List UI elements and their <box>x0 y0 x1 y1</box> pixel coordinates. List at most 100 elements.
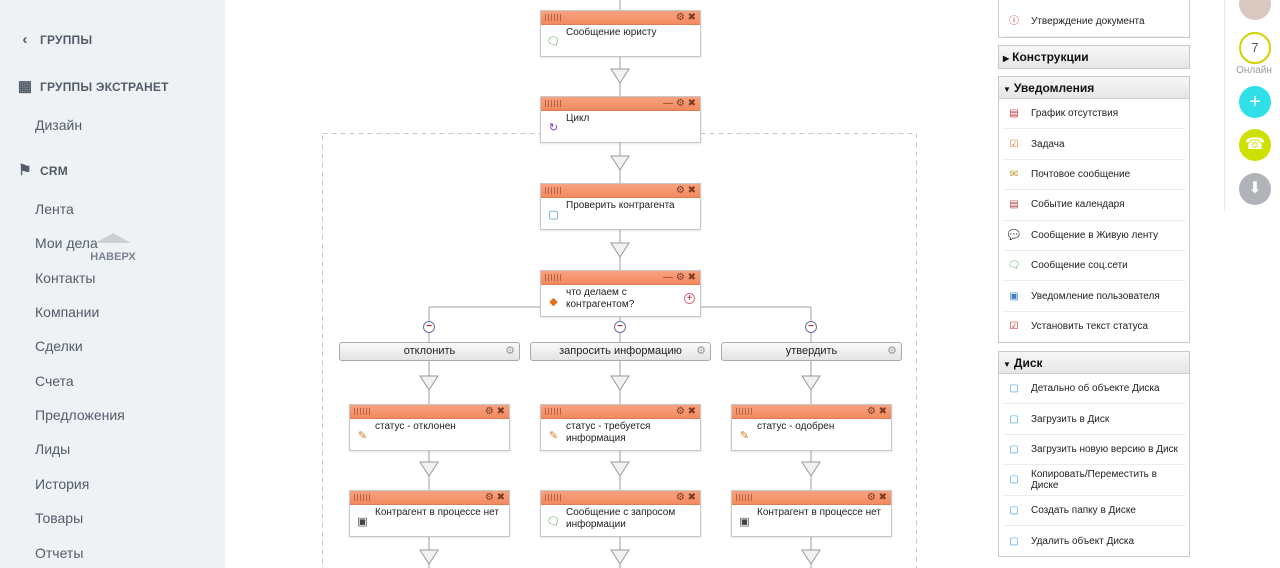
branch-label: утвердить <box>785 345 838 357</box>
group-header-notifications[interactable]: ▼Уведомления <box>999 77 1189 99</box>
block-controls[interactable]: — ⚙ ✖ <box>663 98 696 109</box>
sidebar-item-reports[interactable]: Отчеты <box>35 545 84 561</box>
group-constructions: ▶Конструкции <box>998 45 1190 69</box>
workflow-block-status-info-required[interactable]: ⚙ ✖ ✎статус - требуется информация <box>540 404 701 451</box>
workflow-block-condition[interactable]: — ⚙ ✖ ◆что делаем с контрагентом?+ <box>540 270 701 317</box>
variable-icon: ▣ <box>739 516 750 528</box>
drag-handle[interactable] <box>545 408 561 415</box>
workflow-block-status-rejected[interactable]: ⚙ ✖ ✎статус - отклонен <box>349 404 510 451</box>
add-button[interactable]: + <box>1239 86 1271 118</box>
speech-bubble-icon: 💬 <box>1007 229 1021 241</box>
block-controls[interactable]: ⚙ ✖ <box>675 406 696 417</box>
workflow-block-set-variable[interactable]: ⚙ ✖ ▣Контрагент в процессе нет <box>731 490 892 537</box>
sidebar-item-leads[interactable]: Лиды <box>35 441 71 457</box>
block-controls[interactable]: ⚙ ✖ <box>484 406 505 417</box>
phone-button[interactable]: ☎ <box>1239 129 1271 161</box>
drag-handle[interactable] <box>545 100 561 107</box>
drag-handle[interactable] <box>736 494 752 501</box>
block-controls[interactable]: ⚙ ✖ <box>866 492 887 503</box>
edit-icon: ✎ <box>548 430 559 442</box>
user-notify-icon: ▣ <box>1009 290 1019 302</box>
block-label: Сообщение юристу <box>566 27 657 38</box>
drag-handle[interactable] <box>545 274 561 281</box>
chat-icon: 🗨 <box>1007 260 1021 272</box>
activity-set-status-text[interactable]: ☑Установить текст статуса <box>1003 312 1185 342</box>
block-controls[interactable]: ⚙ ✖ <box>675 12 696 23</box>
activity-live-feed-message[interactable]: 💬Сообщение в Живую ленту <box>1003 221 1185 251</box>
workflow-block-status-approved[interactable]: ⚙ ✖ ✎статус - одобрен <box>731 404 892 451</box>
drag-handle[interactable] <box>545 494 561 501</box>
left-sidebar: ‹ ГРУППЫ ▦ ГРУППЫ ЭКСТРАНЕТ Дизайн ⚑ CRM… <box>0 0 225 568</box>
download-button[interactable]: ⬇ <box>1239 173 1271 205</box>
sidebar-item-design[interactable]: Дизайн <box>35 117 83 133</box>
block-label: что делаем с контрагентом? <box>566 287 635 310</box>
gear-icon[interactable]: ⚙ <box>505 345 515 357</box>
disk-icon: ▢ <box>1009 383 1019 395</box>
gear-icon[interactable]: ⚙ <box>887 345 897 357</box>
drag-handle[interactable] <box>545 14 561 21</box>
sidebar-item-invoices[interactable]: Счета <box>35 373 74 389</box>
activity-calendar-event[interactable]: ▤Событие календаря <box>1003 190 1185 221</box>
workflow-block-loop[interactable]: — ⚙ ✖ ↻Цикл <box>540 96 701 143</box>
group-header-constructions[interactable]: ▶Конструкции <box>999 46 1189 68</box>
workflow-block-check-counterparty[interactable]: ⚙ ✖ ▢Проверить контрагента <box>540 183 701 230</box>
sidebar-item-contacts[interactable]: Контакты <box>35 270 96 286</box>
check-icon: ▢ <box>548 209 559 221</box>
branch-label: отклонить <box>403 345 456 357</box>
remove-branch-icon[interactable]: − <box>423 321 435 333</box>
activity-social-message[interactable]: 🗨Сообщение соц.сети <box>1003 251 1185 282</box>
remove-branch-icon[interactable]: − <box>805 321 817 333</box>
group-header-disk[interactable]: ▼Диск <box>999 352 1189 374</box>
sidebar-item-products[interactable]: Товары <box>35 510 84 526</box>
activity-absence-schedule[interactable]: ▤График отсутствия <box>1003 99 1185 130</box>
block-controls[interactable]: ⚙ ✖ <box>675 185 696 196</box>
workflow-block-notify-lawyer[interactable]: ⚙ ✖ 🗨Сообщение юристу <box>540 10 701 57</box>
activity-disk-create-folder[interactable]: ▢Создать папку в Диске <box>1003 496 1185 526</box>
sidebar-item-quotes[interactable]: Предложения <box>35 407 125 423</box>
sidebar-section-label: ГРУППЫ ЭКСТРАНЕТ <box>40 80 169 94</box>
block-controls[interactable]: — ⚙ ✖ <box>663 272 696 283</box>
group-disk: ▼Диск ▢Детально об объекте Диска ▢Загруз… <box>998 351 1190 557</box>
sidebar-item-deals[interactable]: Сделки <box>35 338 83 354</box>
drag-handle[interactable] <box>354 494 370 501</box>
workflow-canvas[interactable]: ⚙ ✖ 🗨Сообщение юристу — ⚙ ✖ ↻Цикл ⚙ ✖ ▢П… <box>225 0 980 568</box>
drag-handle[interactable] <box>545 187 561 194</box>
calendar-icon: ▤ <box>1009 199 1019 211</box>
sidebar-item-history[interactable]: История <box>35 476 90 492</box>
scroll-top-button[interactable]: НАВЕРХ <box>88 233 138 263</box>
workflow-block-set-variable[interactable]: ⚙ ✖ ▣Контрагент в процессе нет <box>349 490 510 537</box>
activity-disk-copy-move[interactable]: ▢Копировать/Переместить в Диске <box>1003 465 1185 496</box>
sidebar-section-groups[interactable]: ‹ ГРУППЫ <box>16 32 92 48</box>
sidebar-section-extranet[interactable]: ▦ ГРУППЫ ЭКСТРАНЕТ <box>16 79 169 95</box>
sidebar-item-my-tasks[interactable]: Мои дела <box>35 235 98 251</box>
activity-disk-delete[interactable]: ▢Удалить объект Диска <box>1003 526 1185 556</box>
block-controls[interactable]: ⚙ ✖ <box>675 492 696 503</box>
remove-branch-icon[interactable]: − <box>614 321 626 333</box>
activity-user-notification[interactable]: ▣Уведомление пользователя <box>1003 281 1185 312</box>
activity-email[interactable]: ✉Почтовое сообщение <box>1003 160 1185 191</box>
activity-disk-upload[interactable]: ▢Загрузить в Диск <box>1003 404 1185 435</box>
block-controls[interactable]: ⚙ ✖ <box>484 492 505 503</box>
add-branch-icon[interactable]: + <box>684 293 695 304</box>
activity-task[interactable]: ☑Задача <box>1003 129 1185 160</box>
download-icon: ⬇ <box>1248 180 1262 197</box>
gear-icon[interactable]: ⚙ <box>696 345 706 357</box>
block-controls[interactable]: ⚙ ✖ <box>866 406 887 417</box>
sidebar-item-companies[interactable]: Компании <box>35 304 100 320</box>
disk-icon: ▢ <box>1009 413 1019 425</box>
branch-approve[interactable]: утвердить ⚙ <box>721 342 902 361</box>
avatar[interactable] <box>1239 0 1271 20</box>
drag-handle[interactable] <box>736 408 752 415</box>
activity-disk-upload-version[interactable]: ▢Загрузить новую версию в Диск <box>1003 435 1185 466</box>
online-label: Онлайн <box>1236 65 1272 76</box>
online-counter[interactable]: 7 <box>1239 32 1271 64</box>
branch-reject[interactable]: отклонить ⚙ <box>339 342 520 361</box>
sidebar-section-crm[interactable]: ⚑ CRM <box>16 163 68 179</box>
sidebar-item-feed[interactable]: Лента <box>35 201 74 217</box>
workflow-block-request-info-message[interactable]: ⚙ ✖ 🗨Сообщение с запросом информации <box>540 490 701 537</box>
activity-disk-details[interactable]: ▢Детально об объекте Диска <box>1003 374 1185 405</box>
drag-handle[interactable] <box>354 408 370 415</box>
block-label: статус - одобрен <box>757 421 835 432</box>
branch-request-info[interactable]: запросить информацию⚙ <box>530 342 711 361</box>
